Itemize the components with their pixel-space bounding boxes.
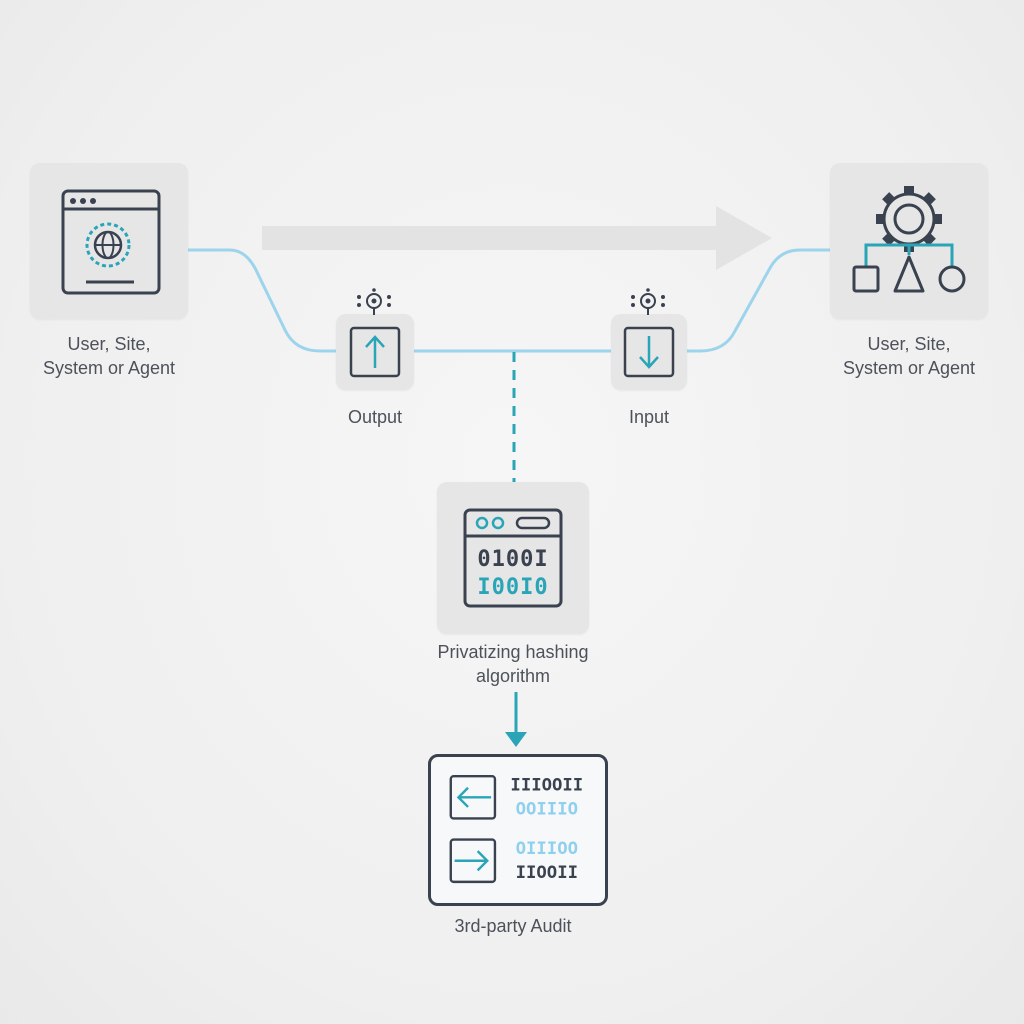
upload-arrow-icon: [349, 326, 401, 378]
hashing-node[interactable]: 0100I I00I0: [437, 482, 589, 634]
source-node[interactable]: [30, 163, 188, 319]
gear-hierarchy-icon: [852, 186, 966, 293]
audit-label: 3rd-party Audit: [454, 916, 572, 936]
download-arrow-icon: [623, 326, 675, 378]
binary-audit-panel-icon: IIIOOII OOIIIO OIIIOO IIOOII: [449, 775, 583, 884]
audit-link-arrowhead: [505, 732, 527, 747]
destination-node-label: User, Site, System or Agent: [818, 332, 1000, 380]
output-sensor-icon: [357, 288, 391, 315]
hashing-binary-row2: I00I0: [477, 575, 548, 600]
audit-binary-row3: OIIIOO: [516, 839, 578, 859]
binary-window-icon: 0100I I00I0: [463, 508, 563, 608]
flow-direction-arrow: [262, 206, 772, 270]
destination-node[interactable]: [830, 163, 988, 319]
source-node-label: User, Site, System or Agent: [18, 332, 200, 380]
destination-label-line1: User, Site,: [867, 334, 951, 354]
input-sensor-icon: [631, 288, 665, 315]
audit-binary-row1: IIIOOII: [510, 776, 583, 796]
input-label: Input: [628, 407, 670, 427]
browser-globe-icon: [61, 189, 161, 295]
audit-binary-row2: OOIIIO: [516, 800, 578, 820]
hashing-node-label: Privatizing hashing algorithm: [408, 640, 618, 688]
destination-label-line2: System or Agent: [842, 358, 976, 378]
output-label: Output: [347, 407, 403, 427]
hashing-label-line2: algorithm: [475, 666, 551, 686]
data-wire: [188, 248, 832, 353]
source-label-line2: System or Agent: [42, 358, 176, 378]
audit-binary-row4: IIOOII: [516, 863, 578, 883]
hashing-label-line1: Privatizing hashing: [437, 642, 589, 662]
source-label-line1: User, Site,: [67, 334, 151, 354]
output-node[interactable]: [336, 314, 414, 390]
hashing-binary-row1: 0100I: [477, 547, 548, 572]
input-node[interactable]: [611, 314, 687, 390]
audit-node[interactable]: IIIOOII OOIIIO OIIIOO IIOOII: [428, 754, 608, 906]
